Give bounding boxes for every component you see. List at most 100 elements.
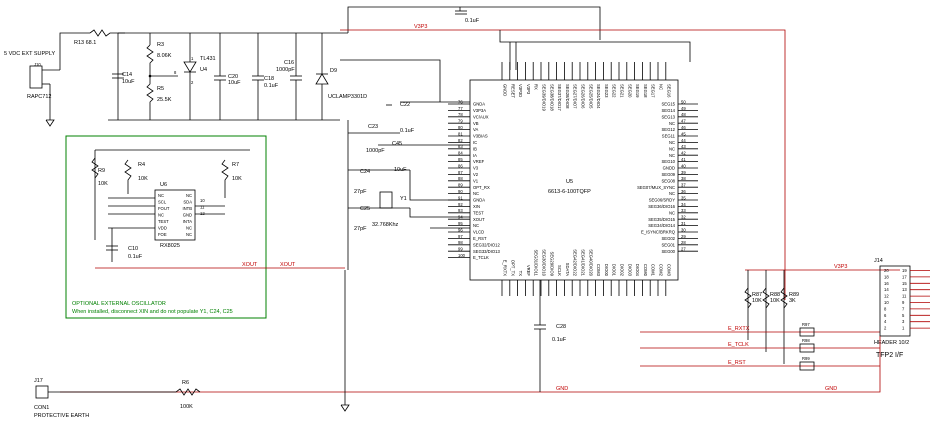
mcu-right-pin-number: 47 — [681, 119, 686, 124]
mcu-top-pin-label: GNDD — [503, 84, 508, 96]
header-right-pin-number: 11 — [902, 294, 907, 299]
mcu-top-pin-label: SEG39/DIO19 — [542, 84, 547, 111]
mcu-left-pin-label: V1 — [473, 178, 479, 183]
u6-left-pin-label: NC — [158, 193, 164, 198]
mcu-left-pin-label: V3BIAS — [473, 134, 488, 139]
header-left-pin-number: 10 — [884, 300, 889, 305]
c24-value: 27pF — [354, 189, 367, 195]
mcu-left-pin-number: 87 — [458, 170, 463, 175]
mcu-left-pin-label: IA — [473, 153, 477, 158]
e-tclk-net: E_TCLK — [728, 342, 749, 348]
mcu-right-pin-number: 33 — [681, 208, 686, 213]
header-left-pin-number: 14 — [884, 287, 889, 292]
header-right-pin-number: 5 — [902, 313, 905, 318]
mcu-left-pin-label: XOUT — [473, 217, 485, 222]
r9-value: 10K — [98, 181, 108, 187]
mcu-top-pin-label: SEG23 — [604, 84, 609, 98]
mcu-right-pin-number: 40 — [681, 163, 686, 168]
c24-ref: C24 — [360, 169, 370, 175]
mcu-left-pin-label: VLCD — [473, 230, 484, 235]
mcu-left-pin-number: 82 — [458, 138, 463, 143]
u6-pin-number: 10 — [200, 198, 205, 203]
mcu-left-pin-label: V3P3A — [473, 108, 486, 113]
mcu-bottom-pin-label: SCLK — [557, 265, 562, 276]
mcu-top-pin-label: SEG37/DIO17 — [557, 84, 562, 111]
mcu-left-pin-number: 77 — [458, 106, 463, 111]
mcu-left-pin-label: SEG33/DIO13 — [473, 249, 500, 254]
mcu-right-pin-number: 39 — [681, 170, 686, 175]
mcu-left-pin-number: 96 — [458, 227, 463, 232]
xout-net-1: XOUT — [242, 262, 258, 268]
mcu-right-pin-label: SEG10 — [661, 159, 675, 164]
r97-label: R97 — [802, 322, 810, 327]
v3p3-net-top: V3P3 — [414, 24, 427, 30]
mcu-left-pin-number: 78 — [458, 112, 463, 117]
mcu-right-pin-label: SEG07/MUX_SYNC — [637, 185, 675, 190]
j14-ref: J14 — [874, 258, 883, 264]
mcu-left-pin-label: VC/AUX — [473, 114, 489, 119]
mcu-bottom-pin-label: DIO02 — [620, 264, 625, 277]
earth-label: PROTECTIVE EARTH — [34, 413, 89, 419]
mcu-bottom-pin-label: SEG31/DIO11 — [534, 250, 539, 277]
mcu-left-pin-number: 88 — [458, 176, 463, 181]
header-left-pin-number: 16 — [884, 281, 889, 286]
mcu-right-pin-number: 34 — [681, 202, 686, 207]
mcu-right-pin-label: NC — [669, 191, 675, 196]
j17-ref: J17 — [34, 378, 43, 384]
mcu-right-pin-label: NC — [669, 210, 675, 215]
mcu-right-pin-number: 44 — [681, 138, 686, 143]
header-right-pin-number: 1 — [902, 326, 905, 331]
r99-label: R99 — [802, 356, 810, 361]
c10-ref: C10 — [128, 246, 138, 252]
power-supply-section: 5 VDC EXT SUPPLY J10 RAPC712 R13 68.1 C1… — [4, 29, 367, 127]
c16-value: 1000pF — [276, 67, 295, 73]
u6-left-pin-label: TEST — [158, 219, 169, 224]
mcu-top-pin-label: SEG24/DIO4 — [596, 84, 601, 109]
mcu-left-pin-label: GNDA — [473, 198, 485, 203]
mcu-left-pin-number: 99 — [458, 247, 463, 252]
mcu-top-pin-label: RESET — [510, 84, 515, 98]
mcu-right-pin-number: 45 — [681, 131, 686, 136]
r7-ref: R7 — [232, 162, 239, 168]
mcu-bottom-pin-label: SDATA — [565, 263, 570, 277]
u5-ref: U5 — [566, 179, 573, 185]
mcu-bottom-pin-label: TX — [518, 271, 523, 277]
c20-value: 10uF — [228, 80, 241, 86]
header-right-pin-number: 7 — [902, 306, 905, 311]
u6-left-pin-label: FOE — [158, 232, 167, 237]
mcu-bottom-pin-label: COM2 — [659, 264, 664, 277]
mcu-right-pin-number: 27 — [681, 247, 686, 252]
mcu-left-pin-label: VA — [473, 127, 478, 132]
c23-value: 1000pF — [366, 148, 385, 154]
mcu-right-pin-label: SEG00 — [661, 249, 675, 254]
u6-part: RX8025 — [160, 243, 180, 249]
mcu-left-pin-label: IB — [473, 146, 477, 151]
mcu-left-pin-number: 84 — [458, 151, 463, 156]
mcu-left-pin-number: 83 — [458, 144, 463, 149]
mcu-left-pin-label: E_RST — [473, 236, 487, 241]
mcu-u5: U5 6613-6-100TQFP GNDA76V3P3A77VC/AUX78V… — [448, 62, 698, 296]
mcu-right-pin-number: 42 — [681, 151, 686, 156]
tl431-ref: U4 — [200, 67, 207, 73]
j14-title: TFP2 I/F — [876, 352, 903, 359]
supply-label: 5 VDC EXT SUPPLY — [4, 51, 55, 57]
d9-part: UCLAMP3301D — [328, 94, 367, 100]
mcu-right-pin-number: 35 — [681, 195, 686, 200]
mcu-bottom-pin-label: SEG30/DIO10 — [542, 249, 547, 276]
r5-value: 25.5K — [157, 97, 172, 103]
mcu-left-pin-number: 95 — [458, 221, 463, 226]
mcu-left-pin-number: 85 — [458, 157, 463, 162]
mcu-bottom-pin-label: SEG40/DIO20 — [588, 249, 593, 276]
mcu-left-pin-number: 86 — [458, 163, 463, 168]
ground-earth: GND GND C28 0.1uF J17 CON1 PROTECTIVE EA… — [34, 270, 881, 419]
mcu-right-pin-number: 36 — [681, 189, 686, 194]
mcu-right-pin-label: SEG01 — [661, 242, 675, 247]
tl431-part: TL431 — [200, 56, 216, 62]
d9-ref: D9 — [330, 68, 337, 74]
mcu-right-pin-number: 46 — [681, 125, 686, 130]
u6-ref: U6 — [160, 182, 167, 188]
mcu-left-pin-number: 80 — [458, 125, 463, 130]
c14-label: C14 — [122, 72, 132, 78]
top-cap-value: 0.1uF — [465, 18, 480, 24]
